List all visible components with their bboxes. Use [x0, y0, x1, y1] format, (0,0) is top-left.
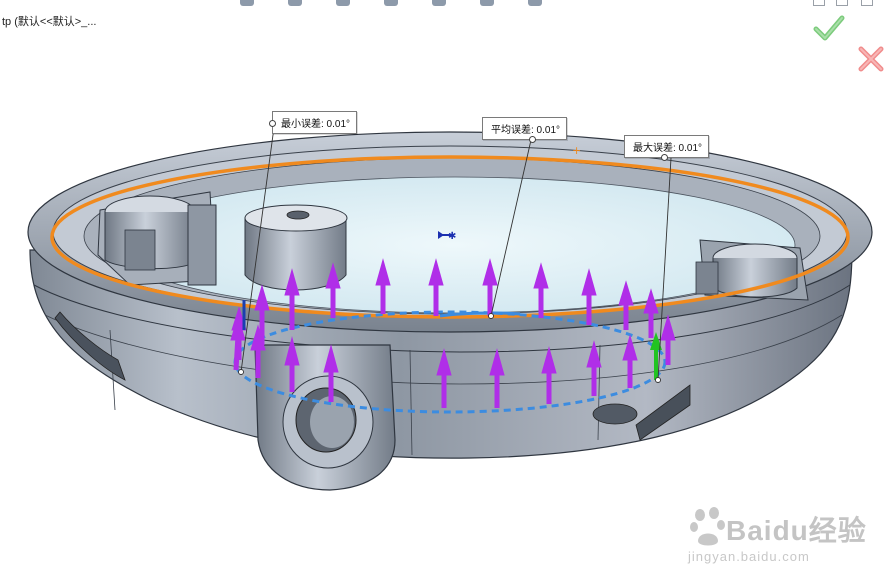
- window-control[interactable]: [813, 0, 825, 6]
- window-control[interactable]: [836, 0, 848, 6]
- draft-arrow: [325, 262, 341, 318]
- direction-arrows: [230, 258, 676, 408]
- command-toolbar: [240, 0, 560, 8]
- callout-anchor: [269, 119, 276, 127]
- toolbar-tool-icon[interactable]: [288, 0, 302, 6]
- cancel-button[interactable]: [854, 42, 888, 76]
- window-control[interactable]: [861, 0, 873, 6]
- max-error-label: 最大误差: 0.01°: [633, 143, 703, 154]
- draft-arrow: [533, 262, 549, 318]
- selected-loop-edge[interactable]: [50, 155, 850, 319]
- min-error-callout[interactable]: 最小误差: 0.01°: [269, 111, 358, 134]
- draft-arrow: [581, 268, 597, 325]
- paw-logo-icon: [690, 507, 725, 546]
- min-error-label: 最小误差: 0.01°: [281, 119, 351, 130]
- accept-checkmark-icon: [813, 15, 845, 41]
- draft-arrow: [586, 340, 602, 396]
- accept-button[interactable]: [812, 12, 846, 46]
- avg-error-label: 平均误差: 0.01°: [491, 125, 561, 136]
- callout-anchor: [661, 154, 669, 161]
- toolbar-tool-icon[interactable]: [480, 0, 494, 6]
- draft-arrow: [489, 348, 505, 408]
- draft-arrow: [428, 258, 444, 316]
- cancel-x-icon: [858, 46, 884, 72]
- selection-marker: [242, 300, 662, 380]
- draft-arrow: [284, 336, 300, 392]
- draft-arrow: [436, 348, 452, 408]
- draft-arrow: [541, 346, 557, 404]
- draft-arrow: [482, 258, 498, 316]
- max-error-callout[interactable]: 最大误差: 0.01°: [624, 135, 710, 161]
- watermark-main-text: Baidu经验: [726, 515, 867, 546]
- draft-arrow: [323, 344, 339, 402]
- toolbar-tool-icon[interactable]: [336, 0, 350, 6]
- plus-marker: +: [572, 144, 581, 157]
- draft-arrow: [230, 314, 246, 371]
- draft-arrow: [622, 334, 638, 388]
- callout-anchor: [529, 136, 537, 143]
- draft-arrow: [250, 324, 266, 378]
- draft-arrow: [618, 280, 634, 330]
- avg-error-callout[interactable]: 平均误差: 0.01°: [482, 117, 568, 143]
- draft-arrow: [284, 268, 300, 330]
- toolbar-tool-icon[interactable]: [240, 0, 254, 6]
- toolbar-tool-icon[interactable]: [384, 0, 398, 6]
- document-title: tp (默认<<默认>_...: [2, 16, 97, 28]
- part-rim[interactable]: [27, 131, 873, 333]
- draft-arrow: [375, 258, 391, 314]
- draft-arrow: [660, 314, 676, 365]
- draft-arrow: [643, 288, 659, 338]
- orientation-triad-icon: ✱: [438, 231, 456, 242]
- baidu-watermark: Baidu经验 jingyan.baidu.com: [688, 505, 878, 575]
- toolbar-tool-icon[interactable]: [432, 0, 446, 6]
- svg-text:✱: ✱: [448, 231, 456, 242]
- toolbar-tool-icon[interactable]: [528, 0, 542, 6]
- callout-leaders: [238, 119, 672, 383]
- watermark-url-text: jingyan.baidu.com: [688, 549, 810, 564]
